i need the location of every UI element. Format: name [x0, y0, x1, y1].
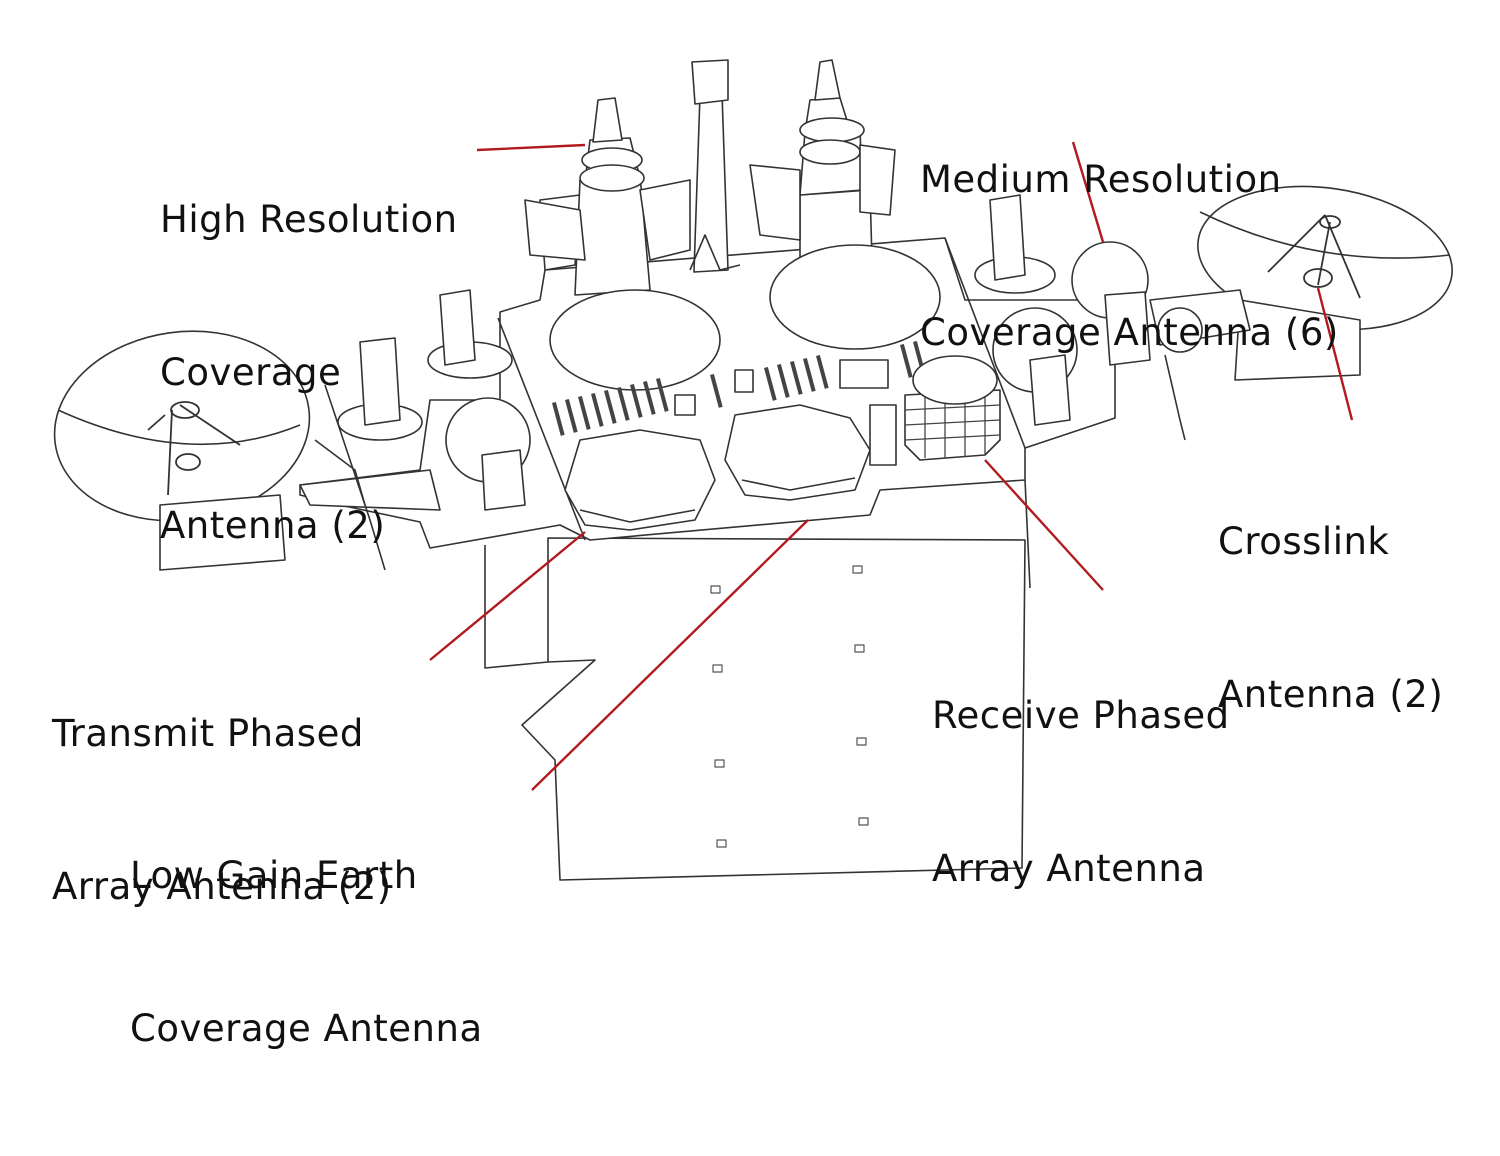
label-line: Transmit Phased [52, 712, 364, 755]
high-res-reflector-left [549, 289, 721, 391]
leader-low-gain [531, 519, 809, 791]
label-receive-phased-array-antenna: Receive Phased Array Antenna [932, 588, 1230, 996]
label-line: High Resolution [160, 198, 458, 241]
label-line: Crosslink [1218, 520, 1390, 563]
label-high-resolution-coverage-antenna: High Resolution Coverage Antenna (2) [160, 92, 458, 653]
leader-receive-phased [984, 459, 1104, 591]
leader-crosslink [1316, 287, 1354, 421]
transmit-array-right [724, 404, 871, 501]
label-line: Array Antenna [932, 847, 1206, 890]
label-line: Medium Resolution [920, 158, 1282, 201]
label-line: Array Antenna (2) [52, 865, 392, 908]
satellite-line-drawing [53, 59, 1453, 881]
label-line: Antenna (2) [160, 504, 386, 547]
transmit-array-left [564, 429, 716, 531]
label-low-gain-earth-coverage-antenna: Low Gain Earth Coverage Antenna [130, 748, 483, 1156]
leader-transmit-phased [429, 531, 586, 661]
leader-lines [429, 141, 1354, 791]
leader-high-resolution [476, 143, 586, 152]
label-line: Antenna (2) [1218, 673, 1444, 716]
label-line: Low Gain Earth [130, 854, 418, 897]
high-res-horn-left [524, 97, 691, 296]
leader-medium-resolution [1071, 141, 1105, 243]
label-line: Coverage [160, 351, 342, 394]
label-line: Receive Phased [932, 694, 1230, 737]
lower-panel [521, 537, 1026, 881]
label-line: Coverage Antenna (6) [920, 311, 1339, 354]
label-crosslink-antenna: Crosslink Antenna (2) [1218, 414, 1443, 822]
high-res-reflector-right [769, 244, 941, 350]
satellite-diagram: High Resolution Coverage Antenna (2) Med… [52, 52, 1453, 1050]
label-transmit-phased-array-antenna: Transmit Phased Array Antenna (2) [52, 606, 392, 1014]
center-mast [693, 92, 729, 273]
label-medium-resolution-coverage-antenna: Medium Resolution Coverage Antenna (6) [920, 52, 1339, 460]
label-line: Coverage Antenna [130, 1007, 483, 1050]
high-res-horn-right [749, 59, 896, 266]
